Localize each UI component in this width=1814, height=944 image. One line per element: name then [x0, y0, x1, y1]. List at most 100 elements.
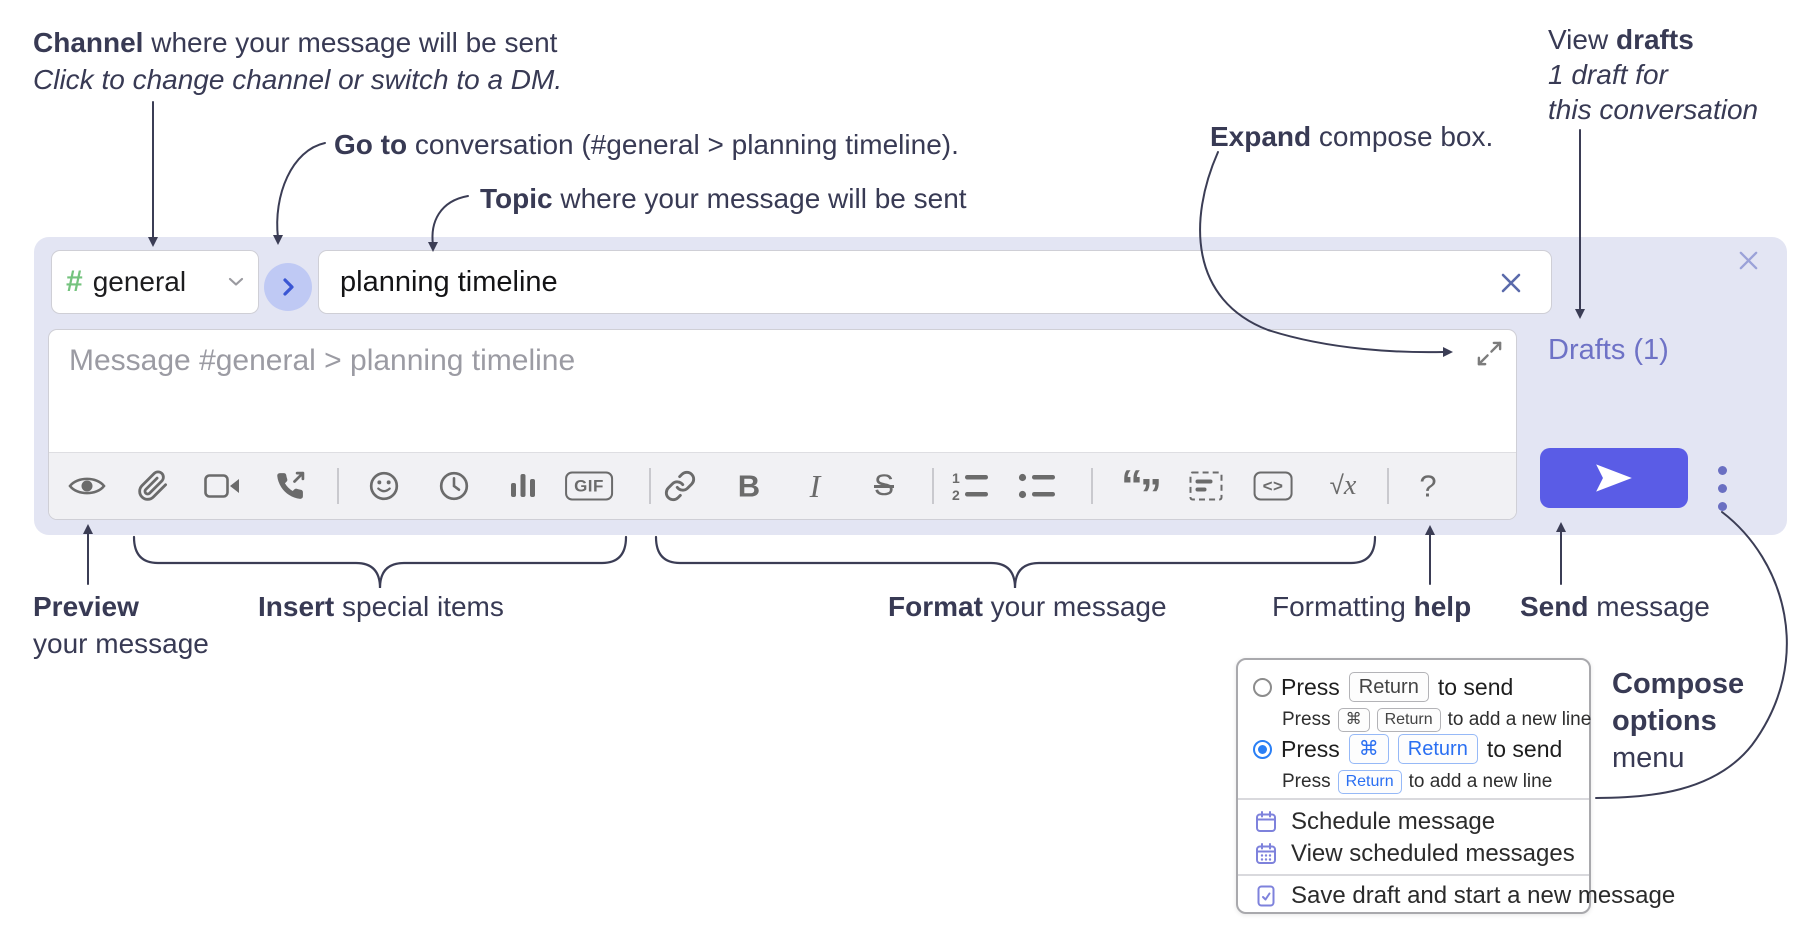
numbered-list-icon: 1 2: [952, 470, 988, 502]
option-text: Press: [1282, 709, 1331, 730]
insert-annotation-rest: special items: [334, 591, 504, 622]
option-text: to add a new line: [1408, 771, 1553, 792]
numbered-list-button[interactable]: 1 2: [951, 470, 989, 502]
channel-annotation-italic: Click to change channel or switch to a D…: [33, 64, 563, 95]
return-key: Return: [1348, 672, 1429, 702]
menu-item-schedule-message[interactable]: Schedule message: [1254, 808, 1495, 836]
topic-input[interactable]: [319, 251, 1551, 313]
send-annotation: Send message: [1520, 588, 1710, 625]
bold-button[interactable]: B: [738, 471, 760, 502]
poll-button[interactable]: [510, 471, 536, 501]
topic-annotation-bold: Topic: [480, 183, 553, 214]
quote-button[interactable]: “”: [1121, 463, 1162, 516]
strikethrough-button[interactable]: S: [874, 471, 894, 501]
option-text: to send: [1486, 735, 1563, 762]
topic-field: [318, 250, 1552, 314]
bold-icon: B: [737, 468, 761, 504]
math-icon: √x: [1329, 470, 1357, 501]
paperclip-icon: [138, 470, 167, 501]
save-draft-icon: [1257, 885, 1275, 907]
topic-annotation-rest: where your message will be sent: [552, 183, 967, 214]
preview-annotation-bold: Preview: [33, 591, 139, 622]
drafts-annotation: View drafts 1 draft for this conversatio…: [1548, 22, 1758, 127]
radio-option-cmd-return-to-send-hint: Press Return to add a new line: [1282, 770, 1552, 794]
time-button[interactable]: [439, 471, 470, 502]
smiley-icon: [369, 471, 399, 501]
bulleted-list-icon: [1018, 473, 1055, 499]
close-compose-button[interactable]: [1737, 249, 1760, 272]
send-annotation-rest: message: [1588, 591, 1710, 622]
option-text: to add a new line: [1447, 709, 1592, 730]
drafts-annotation-line3: this conversation: [1548, 94, 1759, 125]
radio-selected-icon[interactable]: [1253, 739, 1272, 759]
bulleted-list-button[interactable]: [1018, 470, 1056, 502]
audio-call-button[interactable]: [275, 471, 306, 502]
calendar-icon: [1256, 811, 1276, 832]
menu-item-label: View scheduled messages: [1291, 840, 1575, 867]
radio-option-cmd-return-to-send[interactable]: Press ⌘ Return to send: [1253, 734, 1562, 764]
spoiler-button[interactable]: [1189, 471, 1223, 501]
goto-annotation: Go to conversation (#general > planning …: [334, 126, 959, 163]
send-button[interactable]: [1540, 448, 1688, 508]
code-button[interactable]: <>: [1253, 471, 1293, 501]
toolbar-divider: [932, 468, 934, 504]
insert-annotation: Insert special items: [258, 588, 504, 625]
gif-icon: GIF: [565, 471, 613, 501]
gif-button[interactable]: GIF: [565, 471, 613, 501]
compose-options-button[interactable]: [1702, 455, 1742, 521]
strikethrough-icon: S: [873, 469, 895, 502]
channel-annotation: Channel where your message will be sent …: [33, 24, 562, 98]
toolbar-divider: [337, 468, 339, 504]
chevron-down-icon: [228, 277, 244, 286]
cmd-key: ⌘: [1348, 734, 1389, 764]
format-annotation-rest: your message: [982, 591, 1167, 622]
menu-item-save-draft-new-message[interactable]: Save draft and start a new message: [1254, 882, 1675, 910]
radio-option-return-to-send[interactable]: Press Return to send: [1253, 672, 1513, 702]
formatting-help-annotation-pre: Formatting: [1272, 591, 1414, 622]
video-call-button[interactable]: [204, 473, 240, 499]
menu-item-label: Schedule message: [1291, 808, 1496, 835]
clock-icon: [439, 471, 469, 501]
close-icon: [1501, 273, 1521, 293]
compose-options-annotation-rest: menu: [1612, 742, 1685, 774]
svg-text:1: 1: [952, 470, 960, 486]
channel-annotation-bold: Channel: [33, 27, 144, 58]
toolbar-divider: [1091, 468, 1093, 504]
expand-compose-button[interactable]: [1476, 340, 1503, 367]
cmd-key: ⌘: [1337, 708, 1370, 732]
format-annotation-bold: Format: [888, 591, 983, 622]
math-button[interactable]: √x: [1330, 472, 1357, 500]
channel-selector[interactable]: # general: [51, 250, 259, 314]
message-input[interactable]: [49, 330, 1516, 448]
option-text: Press: [1282, 771, 1331, 792]
drafts-link[interactable]: Drafts (1): [1548, 334, 1669, 366]
menu-divider: [1238, 798, 1589, 800]
attach-file-button[interactable]: [137, 470, 169, 502]
insert-annotation-bold: Insert: [258, 591, 335, 622]
link-icon: [664, 470, 696, 502]
phone-outgoing-icon: [277, 471, 305, 499]
go-to-conversation-button[interactable]: [264, 263, 312, 311]
video-camera-icon: [204, 474, 239, 498]
option-text: Press: [1281, 735, 1340, 762]
preview-button[interactable]: [68, 473, 106, 499]
channel-name: general: [92, 266, 187, 297]
menu-item-view-scheduled-messages[interactable]: View scheduled messages: [1254, 840, 1575, 868]
channel-annotation-rest: where your message will be sent: [143, 27, 558, 58]
link-button[interactable]: [664, 470, 697, 503]
chevron-right-icon: [282, 278, 294, 296]
clear-topic-button[interactable]: [1499, 271, 1523, 295]
format-annotation: Format your message: [888, 588, 1167, 625]
compose-options-annotation: Compose options menu: [1612, 666, 1744, 777]
italic-button[interactable]: I: [810, 470, 821, 502]
radio-unselected-icon[interactable]: [1253, 677, 1272, 697]
bar-chart-icon: [511, 474, 535, 497]
return-key: Return: [1397, 734, 1478, 764]
emoji-button[interactable]: [369, 471, 400, 502]
toolbar-divider: [1387, 468, 1389, 504]
close-icon: [1739, 251, 1758, 270]
vertical-dots-icon: [1717, 465, 1727, 475]
drafts-annotation-line2: 1 draft for: [1548, 59, 1668, 90]
formatting-help-button[interactable]: ?: [1419, 471, 1436, 502]
expand-annotation-rest: compose box.: [1311, 121, 1494, 152]
